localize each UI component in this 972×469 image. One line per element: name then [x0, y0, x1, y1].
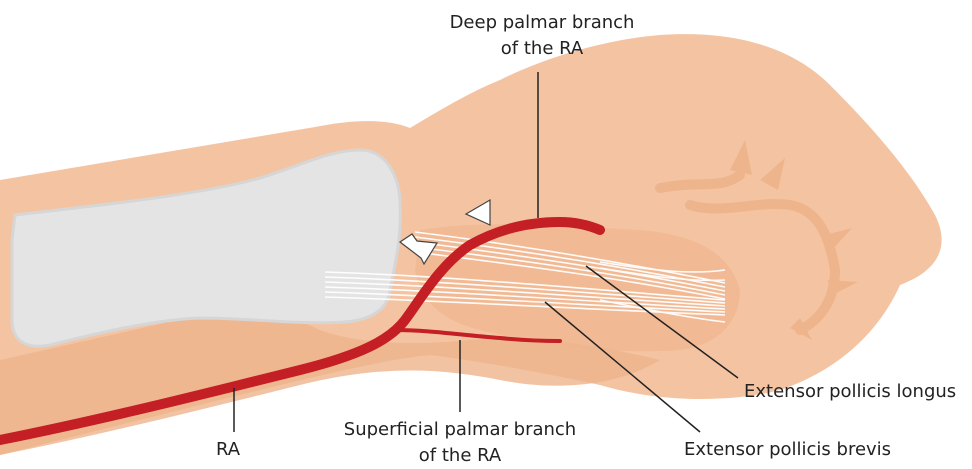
extensor-pollicis-longus-label: Extensor pollicis longus: [744, 379, 956, 405]
extensor-pollicis-brevis-label: Extensor pollicis brevis: [684, 437, 891, 463]
superficial-palmar-branch-line2: of the RA: [310, 443, 610, 469]
deep-palmar-branch-label: Deep palmar branch of the RA: [392, 10, 692, 62]
deep-palmar-branch-line2: of the RA: [392, 36, 692, 62]
radial-artery-label: RA: [216, 437, 240, 463]
superficial-palmar-branch-label: Superficial palmar branch of the RA: [310, 417, 610, 469]
superficial-palmar-branch-line1: Superficial palmar branch: [310, 417, 610, 443]
deep-palmar-branch-line1: Deep palmar branch: [392, 10, 692, 36]
